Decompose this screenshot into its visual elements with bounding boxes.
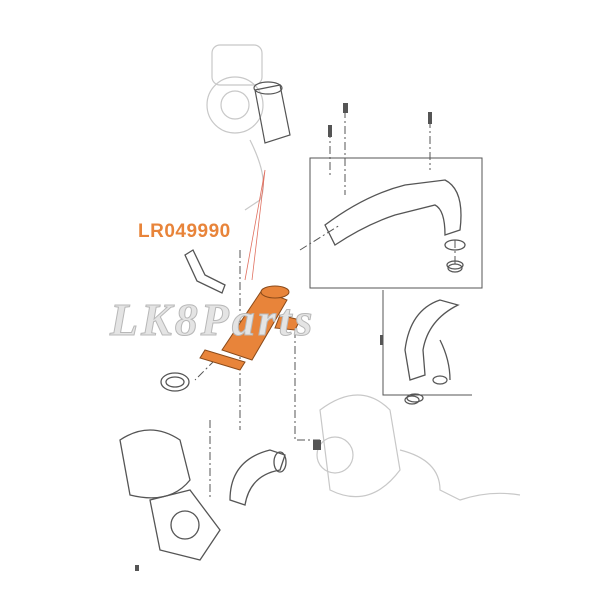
highlighted-outlet-pipe-lr049990	[199, 285, 301, 371]
bypass-pipe-upper	[324, 179, 466, 270]
ghost-water-pump-top	[206, 44, 264, 211]
thermostat-housing	[119, 429, 221, 561]
upper-outlet-pipe	[253, 81, 291, 144]
watermark: LK8Parts	[109, 294, 316, 346]
hose-clamp	[160, 372, 190, 392]
lower-pipe-box	[382, 290, 472, 396]
leader-line	[244, 169, 266, 281]
part-number-label: LR049990	[138, 221, 231, 242]
pipe-group-box	[309, 157, 483, 289]
assembly-lines	[194, 110, 456, 500]
ghost-water-pump-bottom	[316, 394, 521, 501]
lower-hose	[229, 449, 287, 506]
bypass-pipe-lower	[404, 299, 460, 403]
bolts	[135, 103, 432, 571]
seal-rings	[404, 263, 463, 405]
small-hose	[184, 249, 226, 294]
